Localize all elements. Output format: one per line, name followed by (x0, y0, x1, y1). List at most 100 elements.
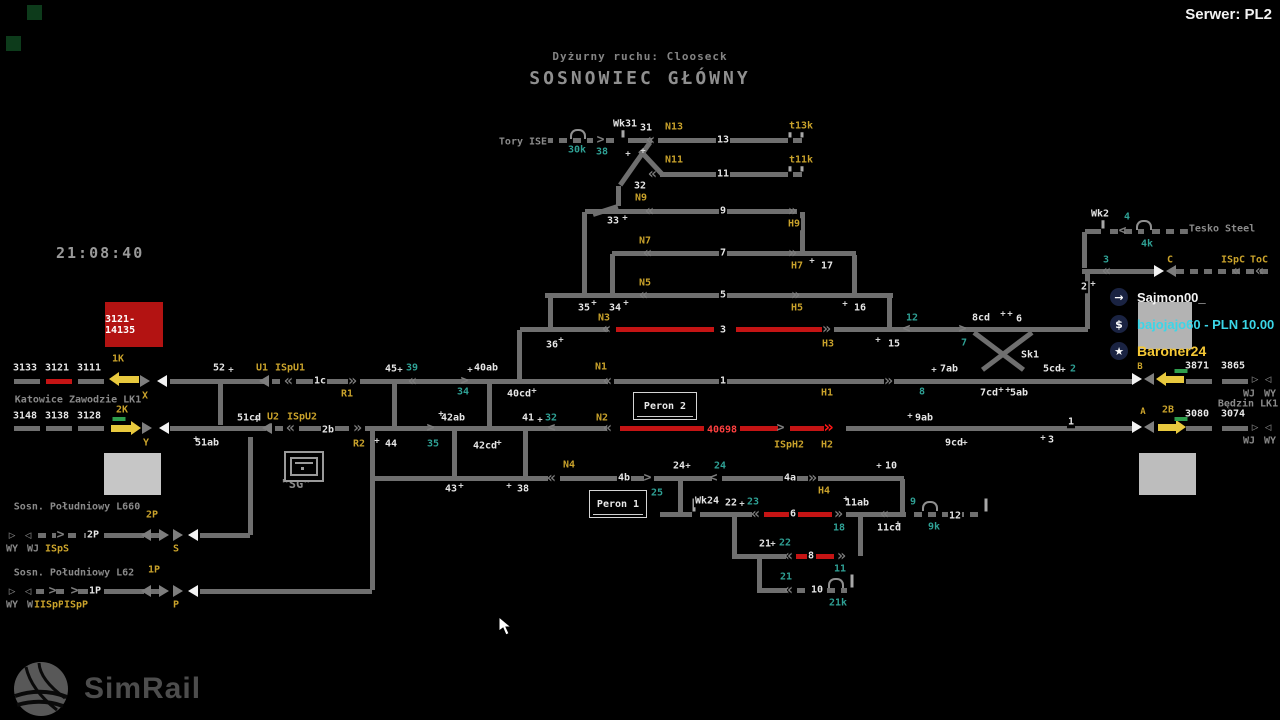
route-chevron[interactable]: » (821, 319, 831, 338)
signal-triangle[interactable] (157, 375, 167, 387)
signal-triangle[interactable] (1154, 265, 1164, 277)
signal-label[interactable]: 1K (110, 353, 126, 365)
route-chevron[interactable]: « (283, 371, 293, 390)
signal-triangle[interactable] (1166, 265, 1176, 277)
track-segment[interactable] (887, 296, 892, 329)
signal-label[interactable]: ISpH2 (772, 439, 806, 451)
route-chevron[interactable]: « (647, 164, 657, 183)
sg-indicator[interactable] (284, 451, 324, 482)
signal-label[interactable]: ISpC (1219, 254, 1247, 266)
route-chevron[interactable]: « (407, 371, 417, 390)
signal-label[interactable]: Y (141, 437, 151, 449)
track-segment-dashed[interactable] (1176, 269, 1268, 274)
track-segment-dashed[interactable] (1152, 229, 1190, 234)
signal-label[interactable]: t13k (787, 120, 815, 132)
route-chevron[interactable]: » (787, 201, 797, 220)
track-segment[interactable] (660, 512, 692, 517)
track-segment-occupied[interactable] (798, 512, 832, 517)
track-segment-occupied[interactable] (740, 426, 778, 431)
signal-label[interactable]: N3 (596, 312, 612, 324)
route-chevron[interactable]: « (1101, 261, 1111, 280)
track-segment[interactable] (248, 437, 253, 535)
track-segment-dashed[interactable] (827, 588, 847, 593)
track-segment-occupied[interactable] (790, 426, 824, 431)
signal-label[interactable]: A (1139, 406, 1147, 418)
route-chevron[interactable]: » (836, 546, 846, 565)
track-segment[interactable] (78, 379, 104, 384)
route-chevron[interactable]: « (783, 580, 793, 599)
track-segment-occupied[interactable] (796, 554, 808, 559)
route-chevron[interactable]: > (958, 321, 967, 337)
signal-label[interactable]: H5 (789, 302, 805, 314)
signal-triangle[interactable] (140, 375, 150, 387)
track-segment-occupied[interactable] (620, 426, 704, 431)
track-segment[interactable] (200, 589, 372, 594)
track-segment-occupied[interactable] (616, 327, 714, 332)
track-segment[interactable] (616, 186, 621, 206)
signal-triangle[interactable] (188, 529, 198, 541)
signal-label[interactable]: ISpS (43, 543, 71, 555)
route-chevron[interactable]: « (638, 285, 648, 304)
route-chevron[interactable]: < (547, 420, 556, 436)
track-segment[interactable] (732, 554, 786, 559)
signal-label[interactable]: R2 (351, 438, 367, 450)
player-row[interactable]: ★ Baroner24 (1110, 342, 1206, 360)
track-segment[interactable] (757, 588, 787, 593)
signal-label[interactable]: U1 (254, 362, 270, 374)
track-segment[interactable] (360, 379, 608, 384)
exit-marker[interactable]: ▷ (1251, 420, 1259, 434)
track-segment-dashed[interactable] (36, 589, 46, 594)
track-segment[interactable] (170, 379, 264, 384)
track-segment-dashed[interactable] (56, 589, 66, 594)
signal-label[interactable]: B (1136, 361, 1144, 373)
signal-label[interactable]: U2 (265, 411, 281, 423)
route-chevron[interactable]: » (352, 418, 362, 437)
route-chevron[interactable]: » (883, 371, 893, 390)
track-segment[interactable] (218, 383, 223, 425)
signal-label[interactable]: 2K (114, 404, 130, 416)
track-segment[interactable] (846, 512, 906, 517)
route-chevron[interactable]: > (460, 373, 469, 389)
route-chevron[interactable]: « (879, 504, 889, 523)
signal-label[interactable]: IISpP (32, 599, 66, 611)
track-segment-dashed[interactable] (38, 533, 56, 538)
track-segment-dashed[interactable] (606, 138, 620, 143)
track-segment[interactable] (612, 251, 856, 256)
track-segment[interactable] (894, 379, 1134, 384)
route-chevron[interactable]: « (285, 418, 295, 437)
track-segment[interactable] (732, 515, 737, 556)
signal-triangle[interactable] (1132, 373, 1142, 385)
track-segment-occupied[interactable] (816, 554, 834, 559)
signal-label[interactable]: 1P (146, 564, 162, 576)
track-segment[interactable] (722, 476, 808, 481)
signal-label[interactable]: H2 (819, 439, 835, 451)
track-segment[interactable] (700, 512, 752, 517)
player-row[interactable]: → Sajmon00_ (1110, 288, 1206, 306)
signal-triangle[interactable] (141, 529, 151, 541)
track-segment[interactable] (614, 379, 884, 384)
track-segment[interactable] (370, 430, 375, 590)
track-segment[interactable] (1082, 269, 1156, 274)
track-segment[interactable] (1186, 426, 1212, 431)
signal-label[interactable]: R1 (339, 388, 355, 400)
route-chevron[interactable]: » (787, 243, 797, 262)
signal-label[interactable]: 2P (144, 509, 160, 521)
route-chevron[interactable]: > (776, 420, 785, 436)
signal-triangle[interactable] (142, 422, 152, 434)
route-chevron[interactable]: < (1118, 223, 1127, 239)
route-chevron[interactable]: « (1254, 261, 1264, 280)
track-segment[interactable] (582, 212, 587, 295)
track-segment[interactable] (852, 255, 857, 295)
track-segment-dashed[interactable] (68, 533, 82, 538)
signal-label[interactable]: N1 (593, 361, 609, 373)
signal-triangle[interactable] (188, 585, 198, 597)
track-segment[interactable] (628, 138, 652, 143)
signal-triangle[interactable] (173, 529, 183, 541)
track-segment-dashed[interactable] (1110, 229, 1144, 234)
exit-marker[interactable]: ▷ (8, 528, 16, 542)
track-segment-occupied[interactable] (764, 512, 790, 517)
track-segment[interactable] (14, 426, 40, 431)
exit-marker[interactable]: ◁ (1264, 372, 1272, 386)
track-segment[interactable] (14, 379, 40, 384)
signal-label[interactable]: H9 (786, 218, 802, 230)
